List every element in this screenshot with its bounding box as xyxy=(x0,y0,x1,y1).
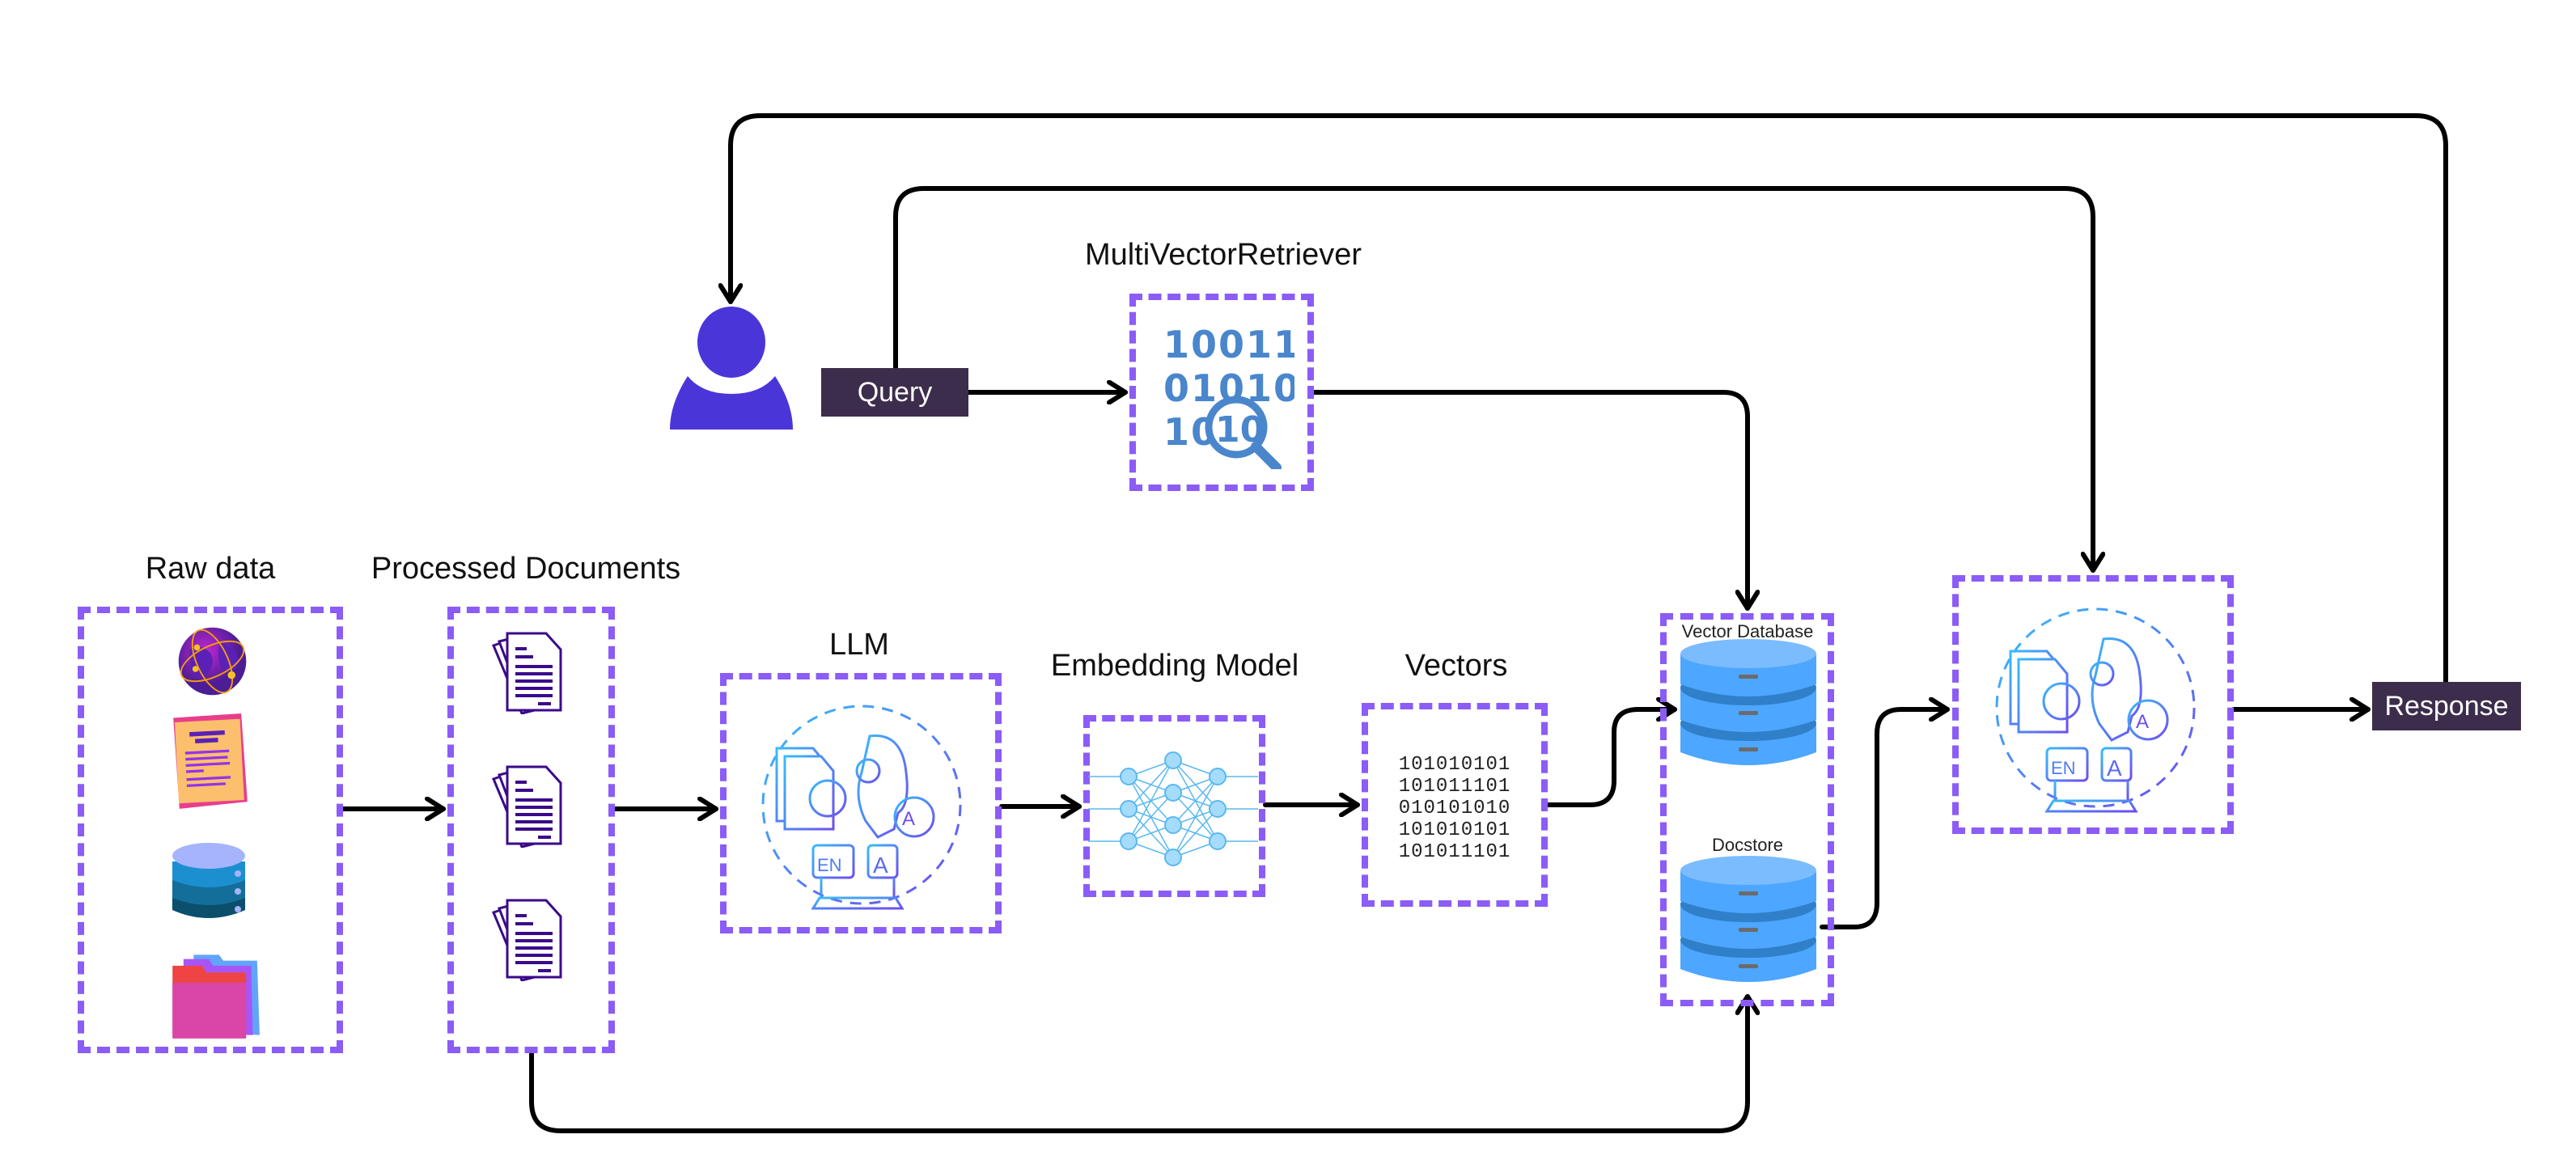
response-node: Response xyxy=(2372,682,2521,730)
llm-box xyxy=(720,673,1002,933)
edge-response-to-user xyxy=(731,113,2448,684)
vector-values: 101010101 101011101 010101010 101010101 … xyxy=(1362,754,1548,863)
svg-text:A: A xyxy=(902,808,915,830)
raw-data-box xyxy=(78,607,343,1053)
vector-database-label: Vector Database xyxy=(1681,621,1814,641)
llm-translation-icon: A EN A xyxy=(1995,607,2196,813)
globe-icon xyxy=(178,627,247,696)
database-icon xyxy=(172,843,245,918)
edge-query-to-final xyxy=(893,186,2093,573)
retriever-label: MultiVectorRetriever xyxy=(1084,238,1362,272)
vector-database-icon xyxy=(1680,639,1816,765)
retriever-box xyxy=(1129,294,1314,491)
embedding-model-box xyxy=(1083,715,1265,897)
final-llm-box xyxy=(1952,575,2234,834)
neural-network-icon xyxy=(1088,751,1258,866)
svg-text:EN: EN xyxy=(817,855,842,875)
raw-data-label: Raw data xyxy=(145,552,276,586)
processed-documents-label: Processed Documents xyxy=(371,552,681,586)
docstore-label: Docstore xyxy=(1711,835,1784,855)
documents-icon xyxy=(492,632,562,714)
vector-row: 101010101 xyxy=(1398,754,1511,776)
processed-documents-box xyxy=(447,607,615,1053)
vector-row: 101011101 xyxy=(1398,776,1511,798)
svg-text:A: A xyxy=(873,853,888,878)
edge-retriever-to-vectordb xyxy=(1311,390,1748,611)
svg-text:EN: EN xyxy=(2051,758,2076,778)
edge-processed-to-docstore xyxy=(529,994,1748,1133)
user-icon xyxy=(670,307,793,430)
storage-box xyxy=(1660,613,1834,1006)
vectors-label: Vectors xyxy=(1405,649,1508,683)
llm-translation-icon: A EN A xyxy=(761,705,962,910)
svg-text:A: A xyxy=(2107,756,2122,781)
vector-row: 010101010 xyxy=(1398,798,1511,819)
embedding-model-label: Embedding Model xyxy=(1050,649,1299,683)
edge-docstore-to-final xyxy=(1820,709,1950,929)
vector-row: 101011101 xyxy=(1398,841,1511,863)
document-icon xyxy=(173,713,248,809)
llm-label: LLM xyxy=(829,628,889,662)
svg-text:A: A xyxy=(2136,711,2149,733)
documents-icon xyxy=(492,765,562,848)
edge-vectors-to-vectordb xyxy=(1545,709,1677,807)
query-node: Query xyxy=(821,368,968,417)
folder-icon xyxy=(172,954,260,1039)
documents-icon xyxy=(492,899,562,981)
vector-row: 101010101 xyxy=(1398,819,1511,841)
vectors-box xyxy=(1362,703,1548,907)
docstore-icon xyxy=(1680,856,1816,982)
